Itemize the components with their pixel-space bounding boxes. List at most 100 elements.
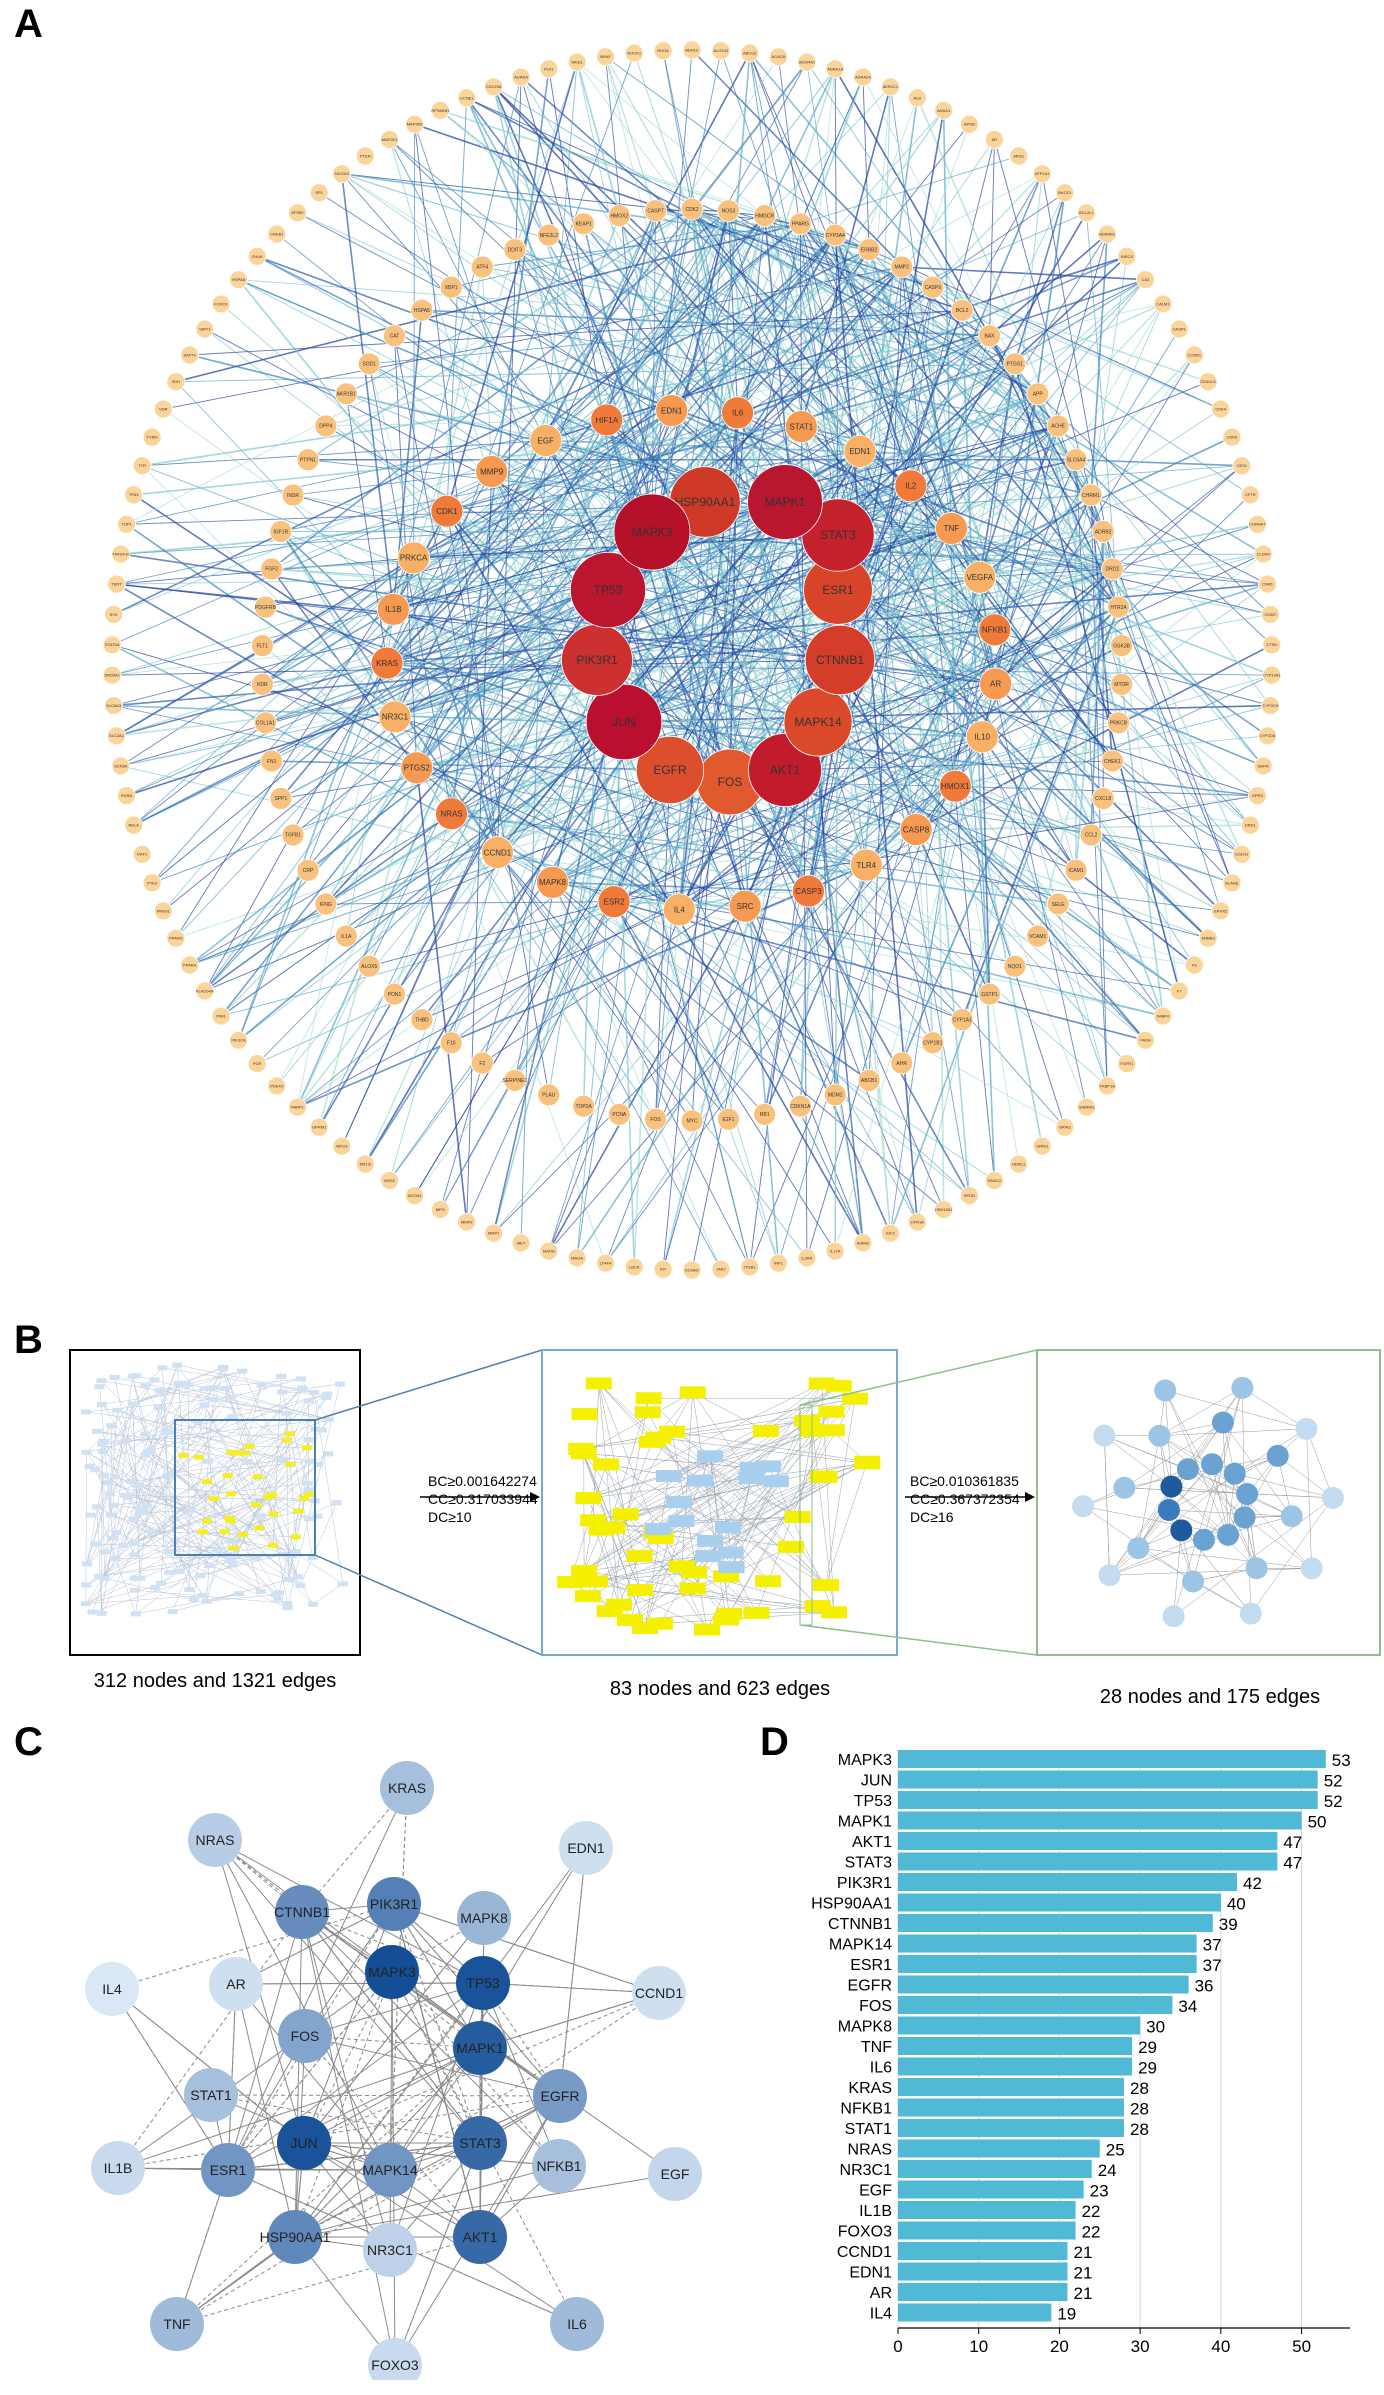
box2-node [605,1598,632,1611]
svg-text:EDN1: EDN1 [849,447,871,456]
svg-text:CASP8: CASP8 [903,825,930,834]
box2-node [668,1515,695,1528]
svg-text:IL2: IL2 [905,482,917,491]
network-a-edge [450,813,621,1115]
svg-text:RHOA: RHOA [657,48,669,53]
svg-text:HDAC2: HDAC2 [988,1178,1002,1183]
bar [898,1852,1278,1871]
network-c-edge [301,1911,391,2251]
svg-text:ALOX15: ALOX15 [713,48,729,53]
network-a-edge [421,309,1059,427]
network-c-node: EGFR [533,2069,587,2123]
box3-node [1098,1564,1121,1587]
network-a-node: MMP9 [475,455,509,488]
box3-node [1154,1379,1177,1402]
box3-node [1280,1505,1303,1528]
box2-edge [658,1437,769,1582]
svg-text:CYP1A1: CYP1A1 [953,1017,972,1023]
box1-node [183,1381,194,1387]
network-a-edge [204,471,493,992]
network-a-node: PIK3CA [229,1030,248,1050]
bar-value-label: 30 [1146,2018,1165,2037]
network-a-node: SERPINE1 [503,1069,527,1092]
network-a-edge [368,210,729,967]
network-a-edge [704,501,1146,1041]
box1-node [282,1605,293,1611]
box1-node [163,1548,174,1554]
network-a-edge [297,212,672,411]
box1-edge [133,1433,291,1520]
network-a-edge [341,173,981,578]
bar-category-label: KRAS [848,2080,892,2097]
network-c-node: EGF [648,2147,702,2201]
network-a-node: STAT1 [784,410,818,444]
network-c-edge [393,1903,481,2144]
svg-text:HSPA8: HSPA8 [232,277,246,282]
svg-text:FOS: FOS [718,775,743,789]
network-a-node: IL2 [894,469,928,503]
svg-text:MAPK1: MAPK1 [456,2040,504,2056]
network-a-edge [817,721,1164,1017]
box3-node [1192,1528,1215,1551]
box1-edge [115,1555,293,1559]
box1-node [127,1401,138,1407]
network-a-edge [817,721,836,1095]
network-a-node: MMP2 [890,255,914,279]
box1-node [128,1516,139,1522]
network-c-edge [301,1787,408,1913]
network-a-edge [961,173,1043,311]
box1-edge [98,1494,273,1577]
network-a-node: ADRA2A [853,67,873,87]
network-c-edge [210,2094,561,2097]
box1-node [199,1402,210,1408]
network-c-node: MAPK8 [457,1891,511,1945]
box1-edge [227,1475,301,1586]
panel-c-letter: C [14,1720,43,1764]
svg-text:ACACA: ACACA [772,54,786,59]
network-a-node: IGF2 [880,1223,900,1243]
box1-node [201,1479,212,1485]
threshold-1-bc: BC≥0.001642274 [428,1473,537,1489]
svg-text:MYC: MYC [686,1119,698,1125]
box1-node [295,1376,306,1382]
box1-node [145,1447,156,1453]
box1-node [172,1362,183,1368]
box1-edge [206,1481,280,1594]
svg-text:RPS6KB1: RPS6KB1 [431,108,450,113]
network-a-edge [834,287,934,1095]
network-a-node: TNF [934,512,968,545]
network-c-edge [304,2035,561,2097]
network-a-node: CDK2 [680,197,704,221]
svg-text:SELE: SELE [1052,902,1065,908]
bar [898,2221,1076,2240]
svg-text:EGF: EGF [538,436,555,445]
svg-text:TLR4: TLR4 [857,861,877,870]
bar-value-label: 34 [1178,1997,1197,2016]
box2-edge [598,1383,652,1442]
box3-edge [1306,1428,1334,1498]
network-a-edge [237,557,415,1041]
network-a-node: HSPA8 [229,270,248,290]
network-a-edge [737,234,836,414]
network-a-edge [446,97,468,512]
network-a-node: XBP1 [439,275,463,299]
network-a-node: SP1 [309,183,329,203]
network-a-edge [1111,568,1222,912]
network-a-edge [440,110,912,487]
network-a-node: IKBKB [853,1233,873,1253]
svg-text:EGF: EGF [661,2166,690,2182]
network-a-node: STAT5A [102,635,122,655]
svg-text:DHFR: DHFR [1258,763,1269,768]
svg-text:ERBB3: ERBB3 [1202,936,1216,941]
svg-text:CHUK: CHUK [251,254,263,259]
box2-node [777,1540,804,1553]
svg-text:HDAC1: HDAC1 [1012,1161,1026,1166]
svg-text:SPP1: SPP1 [274,796,287,802]
network-a-node: ERBB2 [857,238,881,261]
box1-edge [86,1452,301,1586]
box2-node [812,1579,839,1592]
svg-text:NR3C1: NR3C1 [367,2242,413,2258]
network-c-edge [393,1903,481,2049]
network-a-node: PTEN [355,146,375,166]
network-a-node: DPP4 [314,414,338,438]
